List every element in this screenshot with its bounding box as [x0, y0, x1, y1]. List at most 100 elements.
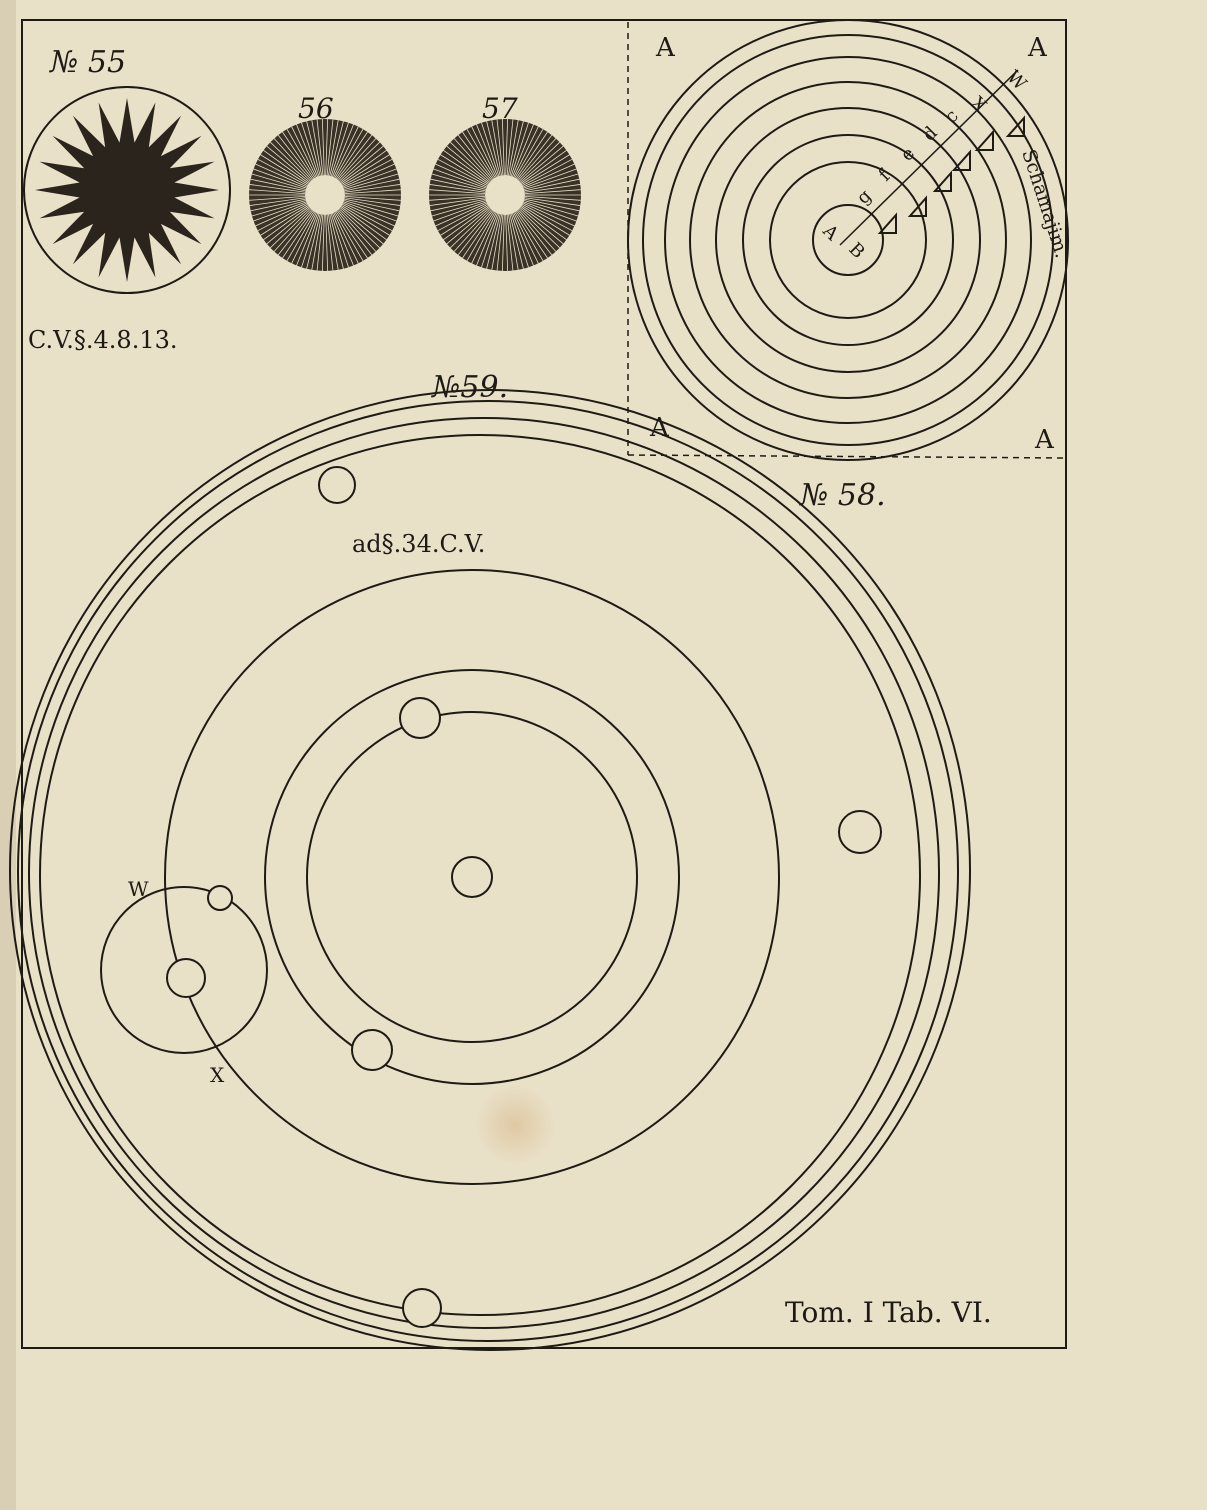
hatch-line — [522, 158, 573, 186]
hatch-line — [462, 131, 495, 179]
hatch-line — [343, 163, 395, 188]
hatch-line — [321, 214, 325, 271]
hatch-line — [462, 211, 495, 259]
hatch-line — [516, 210, 553, 256]
hatch-line — [440, 205, 489, 236]
hatch-line — [291, 212, 317, 264]
triangle-icon — [951, 149, 971, 171]
triangle-icon — [932, 170, 952, 192]
sphere-ring — [689, 81, 1007, 399]
hatch-line — [344, 178, 400, 192]
hatch-line — [512, 124, 534, 177]
hatch-line — [250, 178, 306, 192]
hatch-line — [266, 207, 310, 245]
hatch-line — [520, 150, 567, 184]
planet-circle — [207, 885, 233, 911]
hatch-line — [491, 120, 502, 176]
hatch-line — [260, 205, 309, 236]
hatch-line — [443, 150, 490, 184]
hatch-line — [336, 210, 373, 256]
hatch-line — [311, 120, 322, 176]
sphere-ring — [642, 34, 1054, 446]
figure-57: 57 — [429, 92, 581, 271]
hatch-line — [266, 145, 310, 183]
sphere-ring — [627, 19, 1069, 461]
hatch-line — [508, 214, 519, 270]
hatch-line — [486, 121, 501, 176]
hatch-line — [257, 158, 308, 186]
triangle-icon — [877, 212, 897, 234]
hatch-line — [316, 214, 324, 271]
epicycle-circle — [100, 886, 268, 1054]
hatch-line — [338, 209, 377, 252]
ray-label: W — [1002, 67, 1030, 95]
figure-59: №59. ad§.34.C.V. W X — [9, 370, 971, 1351]
hatch-line — [486, 214, 501, 269]
hatch-line — [253, 168, 307, 189]
hatch-line — [333, 212, 359, 264]
hatch-line — [450, 208, 491, 249]
figure-56: 56 — [249, 92, 401, 271]
hatch-line — [282, 211, 315, 259]
hatch-line — [440, 154, 489, 185]
hatch-line — [328, 214, 339, 270]
hatch-line — [334, 128, 364, 178]
hatch-line — [343, 168, 397, 189]
hatch-line — [430, 198, 486, 212]
planet-circle — [166, 958, 206, 998]
orbit-circle — [264, 669, 680, 1085]
hatch-line — [344, 173, 399, 190]
fig55-circle — [23, 86, 231, 294]
hatch-line — [301, 122, 320, 177]
hatch-line — [329, 214, 344, 269]
hatch-line — [496, 119, 504, 176]
orbit-circle — [28, 417, 940, 1329]
hatch-line — [330, 122, 349, 177]
hatch-line — [523, 202, 575, 227]
hatch-line — [437, 158, 488, 186]
hatch-line — [476, 124, 498, 177]
hatch-line — [430, 178, 486, 192]
hatch-line — [524, 173, 579, 190]
hatch-line — [250, 198, 306, 212]
orbit-circle — [39, 434, 921, 1316]
hatch-line — [340, 206, 387, 240]
hatch-line — [344, 184, 401, 193]
hatch-line — [301, 213, 320, 268]
hatch-line — [520, 206, 567, 240]
sphere-ring — [769, 161, 927, 319]
hatch-line — [520, 145, 564, 183]
hatch-line — [431, 200, 486, 217]
hatch-line — [335, 131, 368, 179]
hatch-line — [316, 119, 324, 176]
hatch-line — [435, 163, 487, 188]
dashed-divider-horizontal — [627, 454, 1067, 459]
hatch-line — [339, 141, 380, 182]
ray-label: c — [941, 106, 963, 128]
hatch-line — [249, 197, 306, 206]
hatch-line — [523, 168, 577, 189]
hatch-line — [311, 214, 322, 270]
hatch-line — [326, 214, 334, 271]
hatch-line — [255, 163, 307, 188]
hatch-line — [326, 119, 334, 176]
hatch-line — [286, 212, 316, 262]
hatch-line — [508, 120, 519, 176]
fig58-label: № 58. — [798, 478, 886, 513]
hatch-line — [336, 134, 373, 180]
hatch-line — [344, 189, 401, 195]
ray-label: X — [966, 93, 990, 117]
epicycle-label: W — [128, 877, 149, 901]
hatch-line — [343, 202, 395, 227]
hatch-line — [286, 128, 316, 178]
hatch-line — [344, 195, 401, 201]
hatch-line — [249, 184, 306, 193]
hatch-line — [435, 202, 487, 227]
hatch-line — [443, 206, 490, 240]
hatch-line — [270, 208, 311, 249]
hatch-line — [291, 126, 317, 178]
fig56-hatched-ring — [249, 119, 401, 271]
hatch-line — [431, 173, 486, 190]
ray-label: A — [818, 220, 843, 245]
sphere-ring — [664, 56, 1032, 424]
